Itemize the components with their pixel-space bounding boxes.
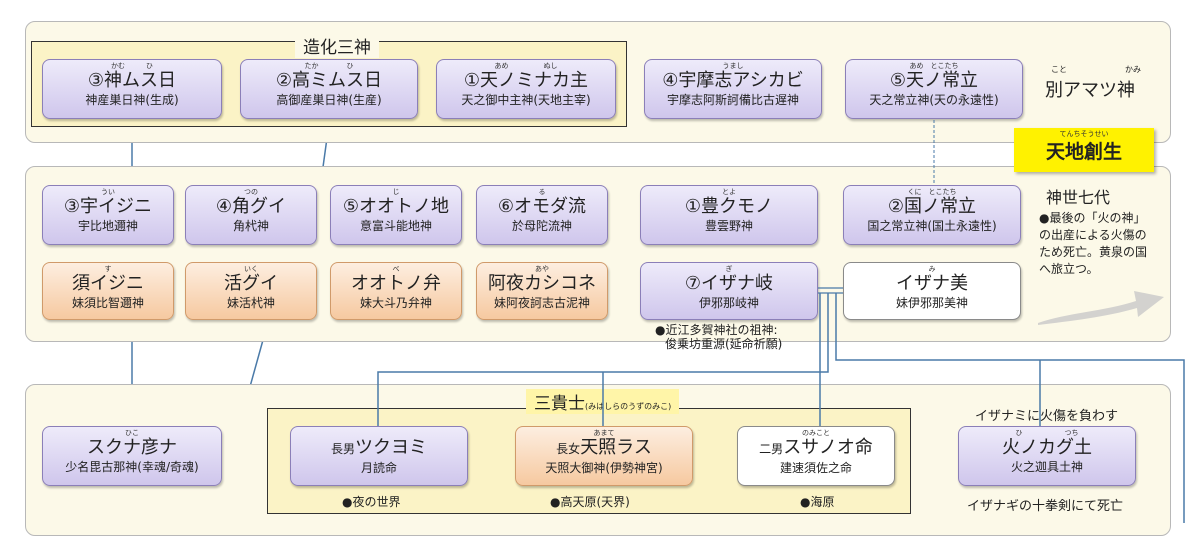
node-kamimusubi[interactable]: かむ ひ ③神ムス日 神産巣日神(生成) [42, 59, 222, 119]
node-tsunoguy[interactable]: つの ④角グイ 角杙神 [185, 185, 317, 245]
izanami-death-note: ●最後の「火の神」 の出産による火傷の ため死亡。黄泉の国 へ旅立つ。 [1039, 211, 1148, 276]
koto-label: 別アマツ神 [1045, 80, 1135, 101]
koto-ruby-left: こと [1051, 65, 1067, 74]
tenchi-sousei-label: てんちそうせい 天地創生 [1014, 128, 1154, 172]
node-tsukuyomi[interactable]: 長男ツクヨミ 月読命 [290, 426, 468, 486]
koto-ruby-right: かみ [1125, 65, 1141, 74]
node-izanagi[interactable]: ぎ ⑦イザナ岐 伊邪那岐神 [640, 262, 818, 320]
node-toyokumono[interactable]: とよ ①豊クモノ 豊雲野神 [640, 185, 818, 245]
zoka-sanshin-title: 造化三神 [295, 33, 379, 58]
sankishi-title: 三貴士(みはしらのうずのみこ) [526, 389, 680, 414]
yoru-note: ●夜の世界 [342, 495, 401, 509]
node-amenominakanushi[interactable]: あめ ぬし ①天ノミナカ主 天之御中主神(天地主宰) [436, 59, 616, 119]
kamiyo-nanayo-title: 神世七代 [1046, 188, 1111, 207]
node-ootonobe[interactable]: べ オオトノ弁 妹大斗乃弁神 [330, 262, 462, 320]
node-sukunahikona[interactable]: ひこ スクナ彦ナ 少名毘古那神(幸魂/奇魂) [42, 426, 222, 486]
node-suijini[interactable]: す 須イジニ 妹須比智邇神 [42, 262, 174, 320]
totsuka-note: イザナギの十拳剣にて死亡 [967, 499, 1124, 514]
node-hinokagutsuchi[interactable]: ひ つち 火ノカグ土 火之迦具土神 [958, 426, 1136, 486]
node-ayakashikone[interactable]: あや 阿夜カシコネ 妹阿夜訶志古泥神 [476, 262, 608, 320]
node-umashi[interactable]: うまし ④宇摩志アシカビ 宇摩志阿斯訶備比古遅神 [644, 59, 822, 119]
node-takamimusubi[interactable]: たか ひ ②高ミムス日 高御産巣日神(生産) [240, 59, 418, 119]
takamagahara-note: ●高天原(天界) [550, 495, 630, 509]
node-omodaru[interactable]: る ⑥オモダ流 於母陀流神 [476, 185, 608, 245]
unabara-note: ●海原 [800, 495, 835, 509]
izanami-burn-note: イザナミに火傷を負わす [975, 409, 1119, 424]
node-ootonoji[interactable]: じ ⑤オオトノ地 意富斗能地神 [330, 185, 462, 245]
omi-taga-note: ●近江多賀神社の祖神: 俊乗坊重源(延命祈願) [655, 323, 783, 351]
swoosh-arrow-icon [1038, 291, 1164, 325]
node-kuninotokotachi[interactable]: くに とこたち ②国ノ常立 国之常立神(国土永遠性) [843, 185, 1021, 245]
node-amenotokotachi[interactable]: あめ とこたち ⑤天ノ常立 天之常立神(天の永遠性) [845, 59, 1023, 119]
node-uijini[interactable]: うい ③宇イジニ 宇比地邇神 [42, 185, 174, 245]
node-susanoo[interactable]: のみこと 二男スサノオ命 建速須佐之命 [737, 426, 895, 486]
node-amaterasu[interactable]: あまて 長女天照ラス 天照大御神(伊勢神宮) [515, 426, 693, 486]
node-izanami[interactable]: み イザナ美 妹伊邪那美神 [843, 262, 1021, 320]
node-ikuguy[interactable]: いく 活グイ 妹活杙神 [185, 262, 317, 320]
